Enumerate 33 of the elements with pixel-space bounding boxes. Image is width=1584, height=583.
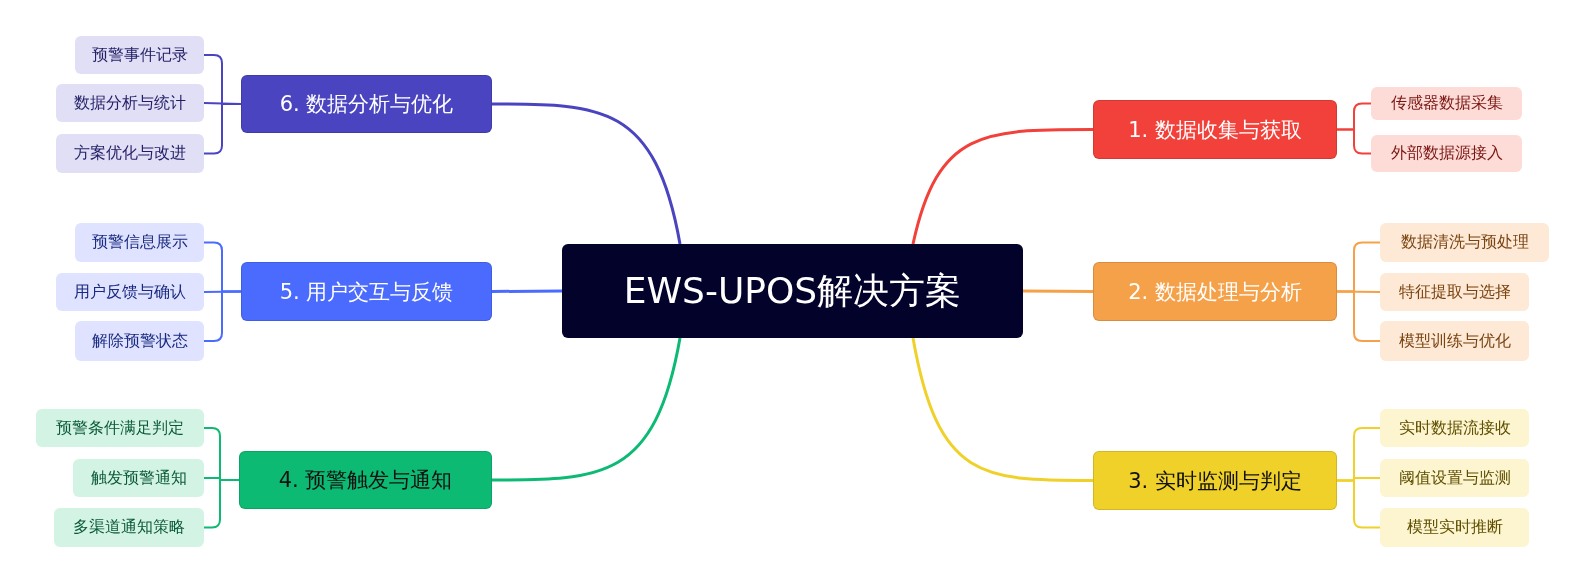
- topic-box: 6. 数据分析与优化: [241, 75, 492, 133]
- subtopic-box: 特征提取与选择: [1380, 273, 1529, 311]
- subtopic-box: 实时数据流接收: [1380, 409, 1529, 447]
- subtopic-box: 触发预警通知: [73, 459, 204, 497]
- subtopic-box: 模型训练与优化: [1380, 321, 1529, 361]
- connector-line: [1336, 479, 1381, 529]
- subtopic-box: 模型实时推断: [1380, 508, 1529, 547]
- subtopic-box: 方案优化与改进: [56, 134, 204, 173]
- topic-box: 5. 用户交互与反馈: [241, 262, 492, 321]
- connector-line: [911, 128, 1093, 245]
- connector-line: [1023, 289, 1093, 293]
- subtopic-box: 解除预警状态: [75, 321, 204, 361]
- subtopic-box: 阈值设置与监测: [1380, 459, 1529, 497]
- subtopic-box: 用户反馈与确认: [56, 273, 204, 311]
- connector-line: [492, 337, 682, 482]
- subtopic-box: 数据清洗与预处理: [1380, 223, 1549, 262]
- subtopic-box: 多渠道通知策略: [54, 508, 204, 547]
- topic-box: 3. 实时监测与判定: [1093, 451, 1337, 510]
- connector-line: [1336, 128, 1372, 155]
- subtopic-box: 预警信息展示: [75, 223, 204, 262]
- topic-box: 4. 预警触发与通知: [239, 451, 492, 509]
- subtopic-box: 外部数据源接入: [1371, 135, 1522, 172]
- subtopic-box: 传感器数据采集: [1371, 87, 1522, 120]
- subtopic-box: 数据分析与统计: [56, 84, 204, 122]
- connector-line: [492, 289, 562, 293]
- central-topic-box: EWS-UPOS解决方案: [562, 244, 1023, 338]
- subtopic-box: 预警事件记录: [75, 36, 204, 74]
- connector-line: [1336, 290, 1381, 342]
- connector-line: [911, 337, 1093, 482]
- subtopic-box: 预警条件满足判定: [36, 409, 204, 447]
- topic-box: 2. 数据处理与分析: [1093, 262, 1337, 321]
- topic-box: 1. 数据收集与获取: [1093, 100, 1337, 159]
- connector-line: [492, 102, 682, 245]
